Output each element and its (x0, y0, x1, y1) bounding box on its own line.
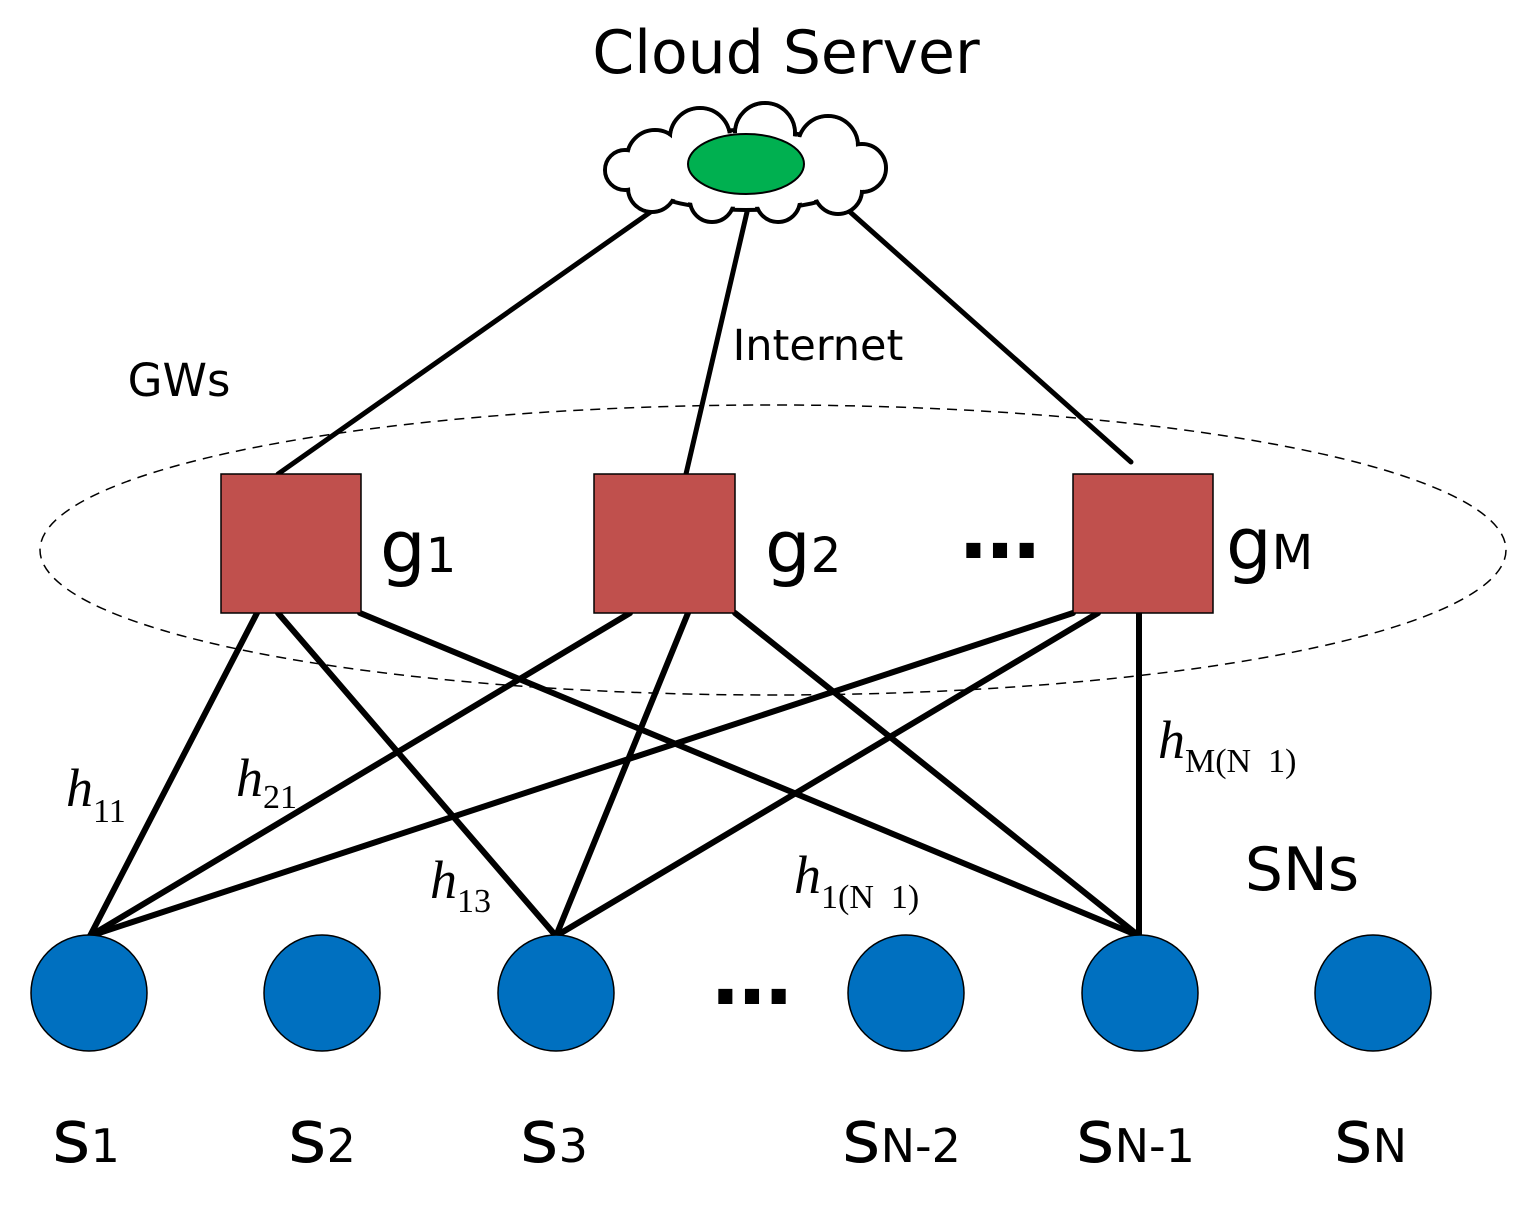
cloud-server-title: Cloud Server (592, 18, 980, 88)
sensor-s3 (497, 934, 615, 1052)
gateway-g1 (220, 473, 362, 614)
link-g2-s1 (87, 610, 633, 939)
gateway-gM (1072, 473, 1214, 614)
sensor-s2 (263, 934, 381, 1052)
gateway-label-g1: g1 (380, 505, 456, 589)
link-g2-s3 (553, 610, 691, 939)
sensor-s1 (30, 934, 148, 1052)
sensor-sN-1 (1081, 934, 1199, 1052)
sensor-label-s2: s2 (288, 1094, 356, 1180)
link-g1-s1 (87, 610, 260, 939)
sensor-label-sN-1: sN-1 (1076, 1094, 1195, 1180)
sensor-sN-2 (847, 934, 965, 1052)
internet-link-g2 (683, 209, 750, 477)
sensor-label-s3: s3 (520, 1094, 588, 1180)
sensor-label-s1: s1 (52, 1094, 120, 1180)
gateway-label-gM: gM (1226, 502, 1313, 586)
gateway-g2 (593, 473, 736, 614)
link-gM-s1 (87, 610, 1076, 939)
gateway-ellipsis: … (960, 484, 1040, 577)
sensor-label-sN-2: sN-2 (842, 1094, 961, 1180)
sensor-ellipsis: … (712, 930, 792, 1023)
gateway-group-boundary (39, 404, 1507, 696)
internet-link-g1 (275, 203, 662, 477)
gateway-group-label: GWs (128, 354, 231, 407)
link-gM-s3 (553, 610, 1101, 939)
channel-label-h1N: h1(N 1) (794, 845, 919, 916)
sensor-sN (1314, 934, 1432, 1052)
internet-label: Internet (733, 321, 904, 371)
gateways (220, 473, 1214, 614)
cloud-core-icon (687, 133, 805, 195)
link-g1-s3 (275, 610, 559, 939)
sensor-label-sN: sN (1334, 1094, 1407, 1180)
link-g1-sN-1 (357, 610, 1142, 939)
link-g2-sN-1 (732, 610, 1142, 939)
channel-label-h11: h11 (66, 758, 126, 830)
wireless-links (87, 610, 1142, 939)
channel-label-h13: h13 (430, 850, 491, 920)
channel-label-h21: h21 (236, 748, 297, 816)
internet-link-gM (837, 200, 1134, 465)
internet-links (275, 200, 1134, 477)
sensor-group-label: SNs (1245, 835, 1359, 905)
channel-label-hMN: hM(N 1) (1158, 710, 1296, 780)
gateway-label-g2: g2 (765, 505, 841, 589)
cloud-icon (603, 101, 888, 224)
sensors (30, 934, 1432, 1052)
